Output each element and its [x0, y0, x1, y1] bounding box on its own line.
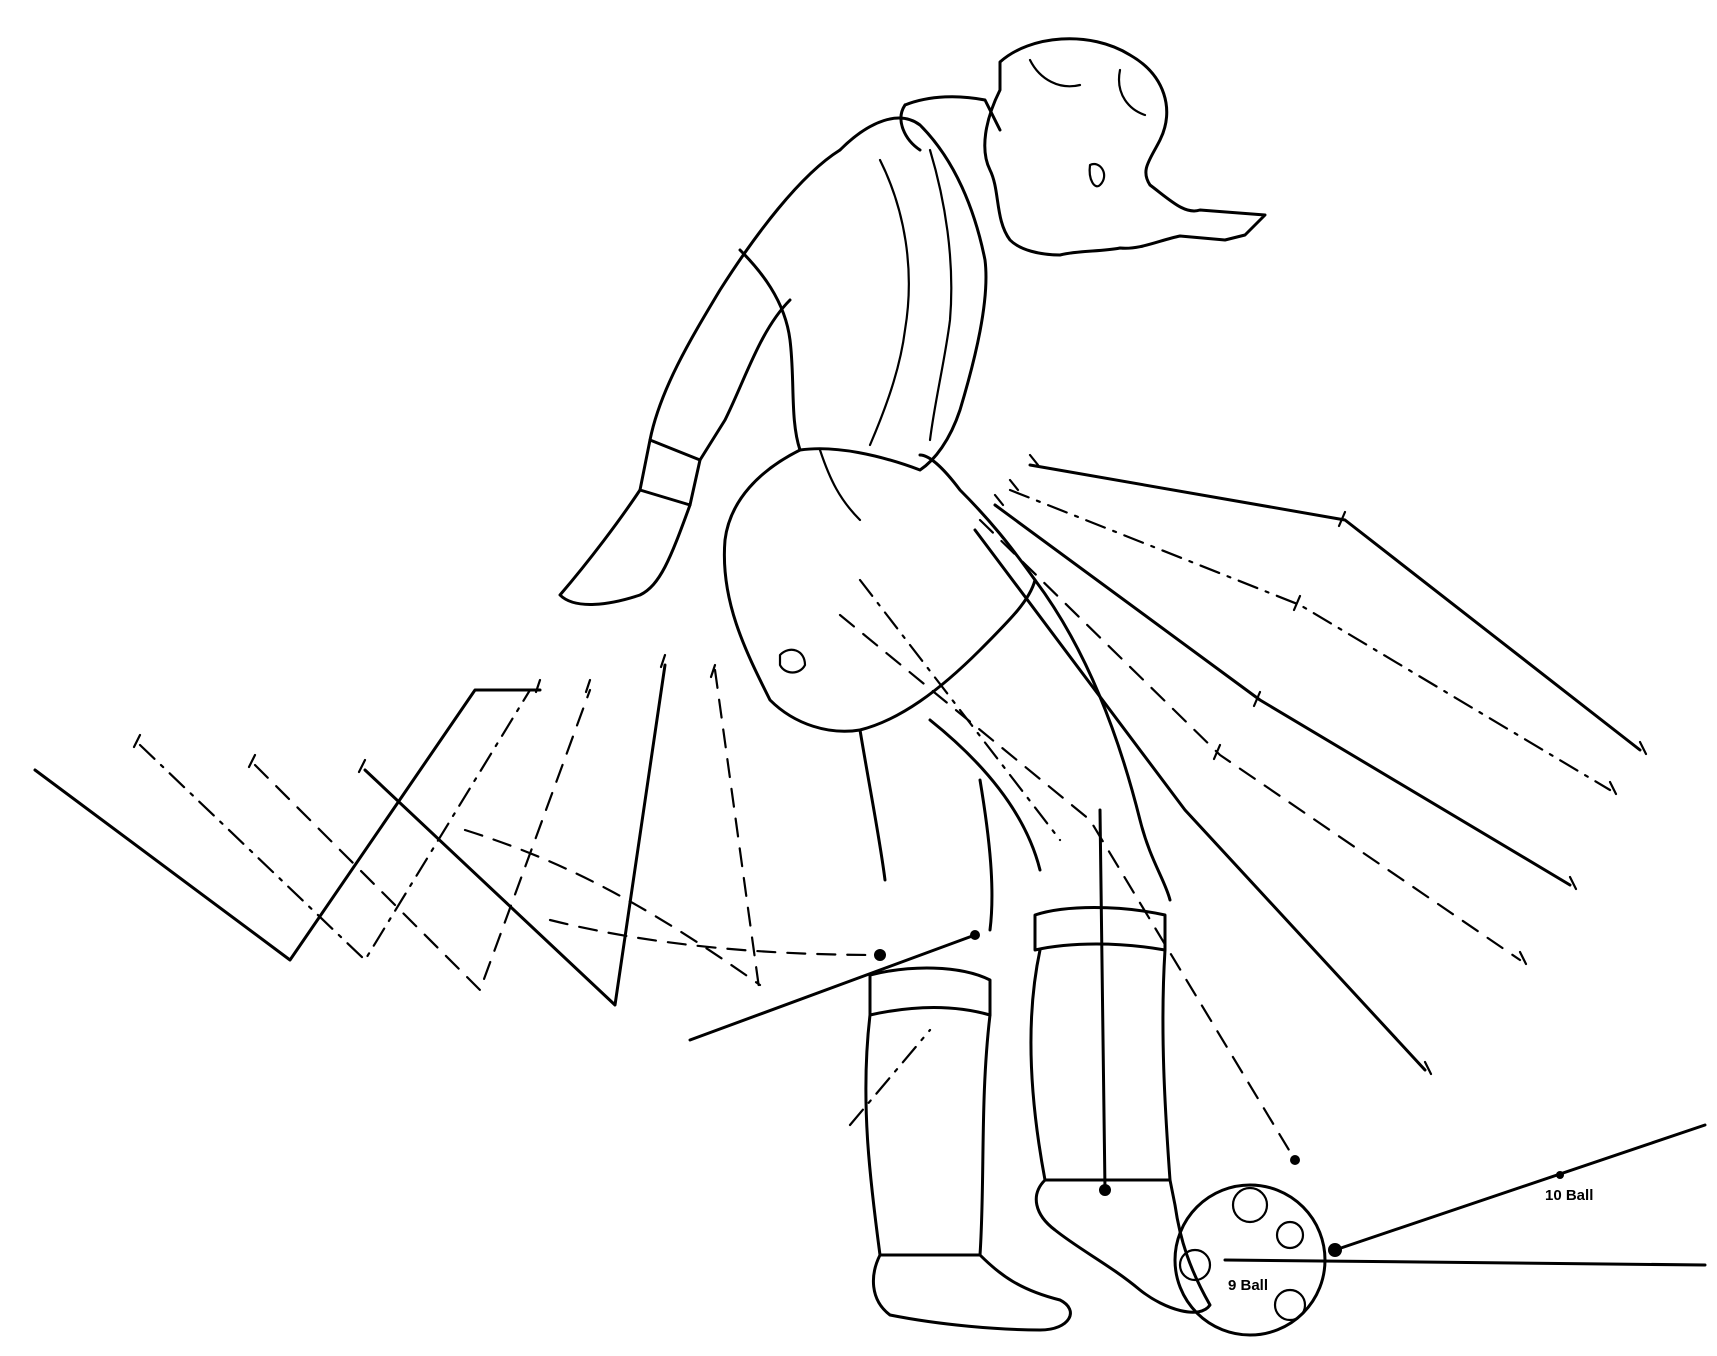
trajectory-line: [858, 578, 1062, 842]
player-shorts-hem: [818, 448, 862, 522]
ball-10-label: 10 Ball: [1545, 1187, 1593, 1204]
player-shorts: [722, 448, 1037, 733]
player-arm: [648, 148, 842, 462]
player-standing-boot: [871, 1253, 1072, 1332]
ball-path-point: [1556, 1171, 1564, 1179]
trajectory-point: [874, 949, 886, 961]
player-knee-marker: [778, 648, 807, 674]
player-standing-shin: [864, 1013, 992, 1257]
player-standing-sock: [868, 966, 992, 1017]
player-hand: [558, 488, 692, 606]
ball: [1173, 1183, 1327, 1337]
trajectory-line: [363, 663, 667, 1007]
player-figure: [558, 37, 1267, 1332]
player-shirt: [738, 116, 988, 472]
trajectory-line: [713, 668, 762, 997]
trajectory-line: [993, 503, 1572, 887]
trajectory-line: [1008, 488, 1612, 792]
tick-mark: [534, 653, 717, 694]
tick-mark: [132, 733, 367, 774]
ball-9-label: 9 Ball: [1228, 1277, 1268, 1294]
trajectory-arc: [463, 828, 762, 987]
trajectory-line: [848, 1028, 932, 1127]
trajectory-point: [1099, 1184, 1111, 1196]
ball-panel: [1273, 1288, 1307, 1322]
player-thigh: [1033, 578, 1172, 902]
ball-path-line: [1333, 1123, 1707, 1252]
player-standing-thigh: [858, 728, 994, 932]
trajectory-line: [978, 518, 1522, 962]
player-shirt-stripe: [928, 148, 953, 442]
trajectory-line: [253, 688, 592, 992]
trajectory-arc: [548, 918, 882, 957]
trajectory-line: [838, 613, 1297, 1162]
ball-panel: [1231, 1186, 1269, 1224]
player-shirt-stripe: [868, 158, 910, 447]
fan-trajectory-lines: [838, 463, 1642, 1196]
trajectory-line: [1098, 808, 1107, 1192]
player-thigh-inner: [928, 718, 1042, 872]
ball-path-line: [1223, 1258, 1707, 1267]
tick-mark: [993, 453, 1040, 507]
player-hair-curls: [1028, 58, 1147, 117]
player-head: [983, 37, 1267, 257]
player-ear: [1088, 162, 1106, 188]
player-kicking-shin: [1029, 948, 1172, 1182]
trajectory-point: [1290, 1155, 1300, 1165]
trajectory-line: [138, 688, 532, 962]
ball-panel: [1275, 1220, 1305, 1250]
player-kicking-boot: [1034, 1178, 1212, 1314]
ball-center-point: [1328, 1243, 1342, 1257]
trajectory-point: [970, 930, 980, 940]
ball-panel: [1178, 1248, 1212, 1282]
trajectory-line: [1028, 463, 1642, 752]
ball-trajectory: 10 Ball 9 Ball: [1223, 1123, 1707, 1294]
trajectory-line: [973, 528, 1427, 1072]
tick-mark: [1212, 510, 1347, 761]
leg-trajectory-lines: [33, 663, 980, 1127]
player-collar: [899, 95, 1002, 152]
trajectory-line: [688, 933, 977, 1042]
trajectory-line: [33, 688, 542, 962]
player-cuff: [638, 438, 702, 507]
tick-mark: [1423, 740, 1648, 1076]
position-tick-marks: [132, 453, 1648, 1076]
